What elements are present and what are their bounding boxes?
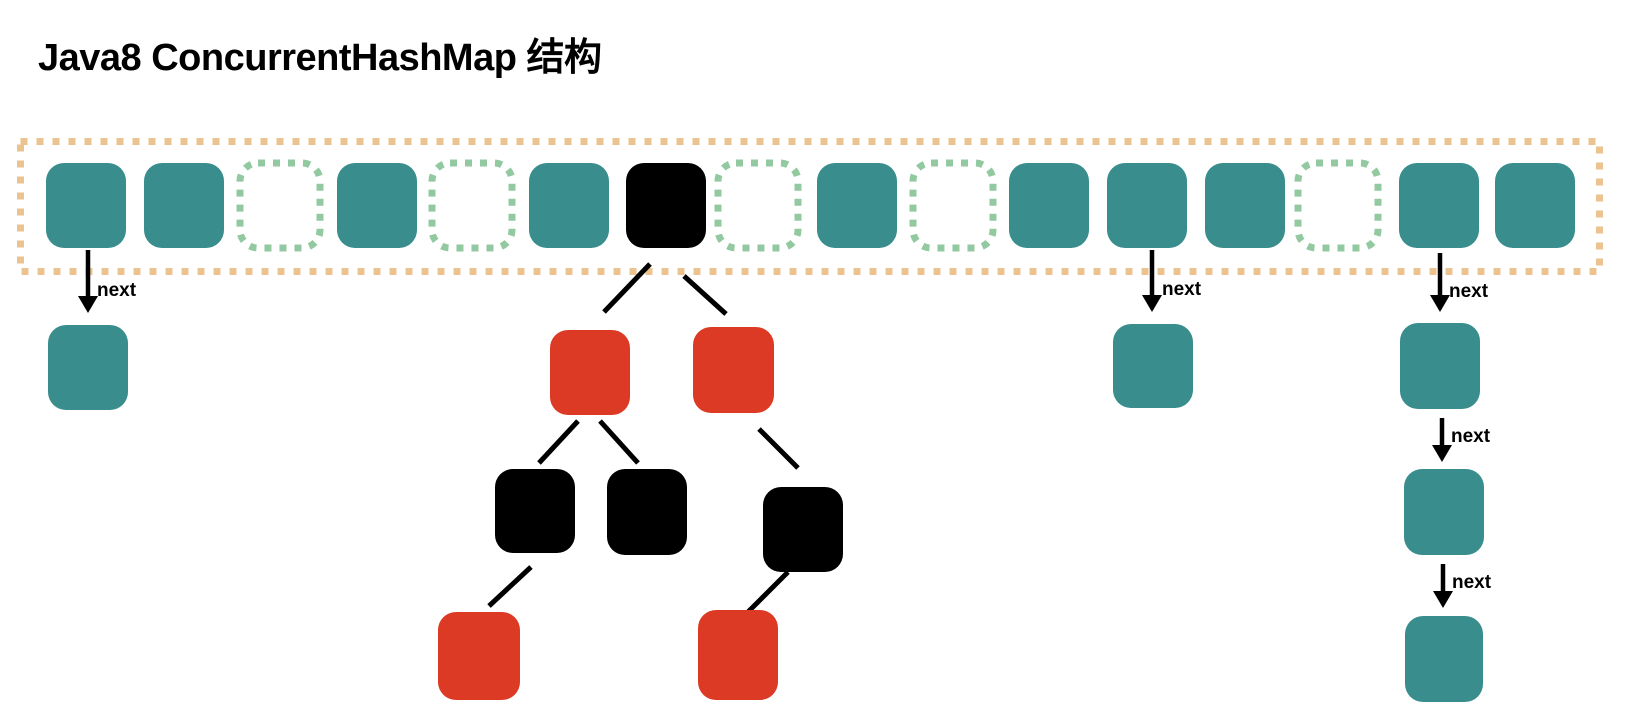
list-node-bucket15-1 [1400,323,1480,409]
edge-redleft-to-black-mid [598,419,640,465]
list-node-bucket15-3 [1405,616,1483,702]
edge-root-to-red-right [682,274,728,316]
next-arrow-bucket15-head [1430,295,1450,312]
next-arrow-bucket1-label: next [97,280,137,301]
bucket-14-empty-slot [1294,159,1382,252]
bucket-5-empty-slot [428,159,516,252]
bucket-15-occupied-slot [1399,163,1479,248]
bucket-2-occupied-slot [144,163,224,248]
bucket-11-occupied-slot [1009,163,1089,248]
bucket-7-treebin-root [626,163,706,248]
next-arrow-chain15-3-head [1433,591,1453,608]
edge-blackleft-to-red-leaf [487,565,533,608]
bucket-array-layer [17,138,1603,275]
tree-leaf-red-right [698,610,778,700]
bucket-4-occupied-slot [337,163,417,248]
edge-blackright-to-red-leaf [744,570,790,616]
next-arrow-bucket12-head [1142,295,1162,312]
next-arrow-bucket1-head [78,296,98,313]
list-node-bucket15-2 [1404,469,1484,555]
nodes-layer [48,323,1484,702]
bucket-1-occupied-slot [46,163,126,248]
bucket-8-empty-slot [714,159,802,252]
tree-node-red-right [693,327,774,413]
tree-node-black-right [763,487,843,572]
edge-root-to-red-left [602,262,652,314]
bucket-3-empty-slot [236,159,324,252]
bucket-10-empty-slot [909,159,997,252]
next-arrow-chain15-2-label: next [1451,426,1491,447]
edge-redleft-to-black-left [537,419,580,465]
bucket-13-occupied-slot [1205,163,1285,248]
next-arrow-chain15-2-head [1432,445,1452,462]
tree-node-red-left [550,330,630,415]
next-arrows-layer [78,250,1453,608]
list-node-bucket1-1 [48,325,128,410]
next-arrow-chain15-3-label: next [1452,572,1492,593]
bucket-12-occupied-slot [1107,163,1187,248]
edge-redright-to-black-right [757,427,800,470]
bucket-6-occupied-slot [529,163,609,248]
next-arrow-bucket15-label: next [1449,281,1489,302]
tree-node-black-left [495,469,575,553]
bucket-16-occupied-slot [1495,163,1575,248]
diagram-title: Java8 ConcurrentHashMap 结构 [38,37,602,79]
next-arrow-bucket12-label: next [1162,279,1202,300]
bucket-array-border [17,138,1603,275]
tree-leaf-red-left [438,612,520,700]
tree-node-black-mid [607,469,687,555]
list-node-bucket12-1 [1113,324,1193,408]
bucket-9-occupied-slot [817,163,897,248]
tree-edges-layer [487,262,800,616]
